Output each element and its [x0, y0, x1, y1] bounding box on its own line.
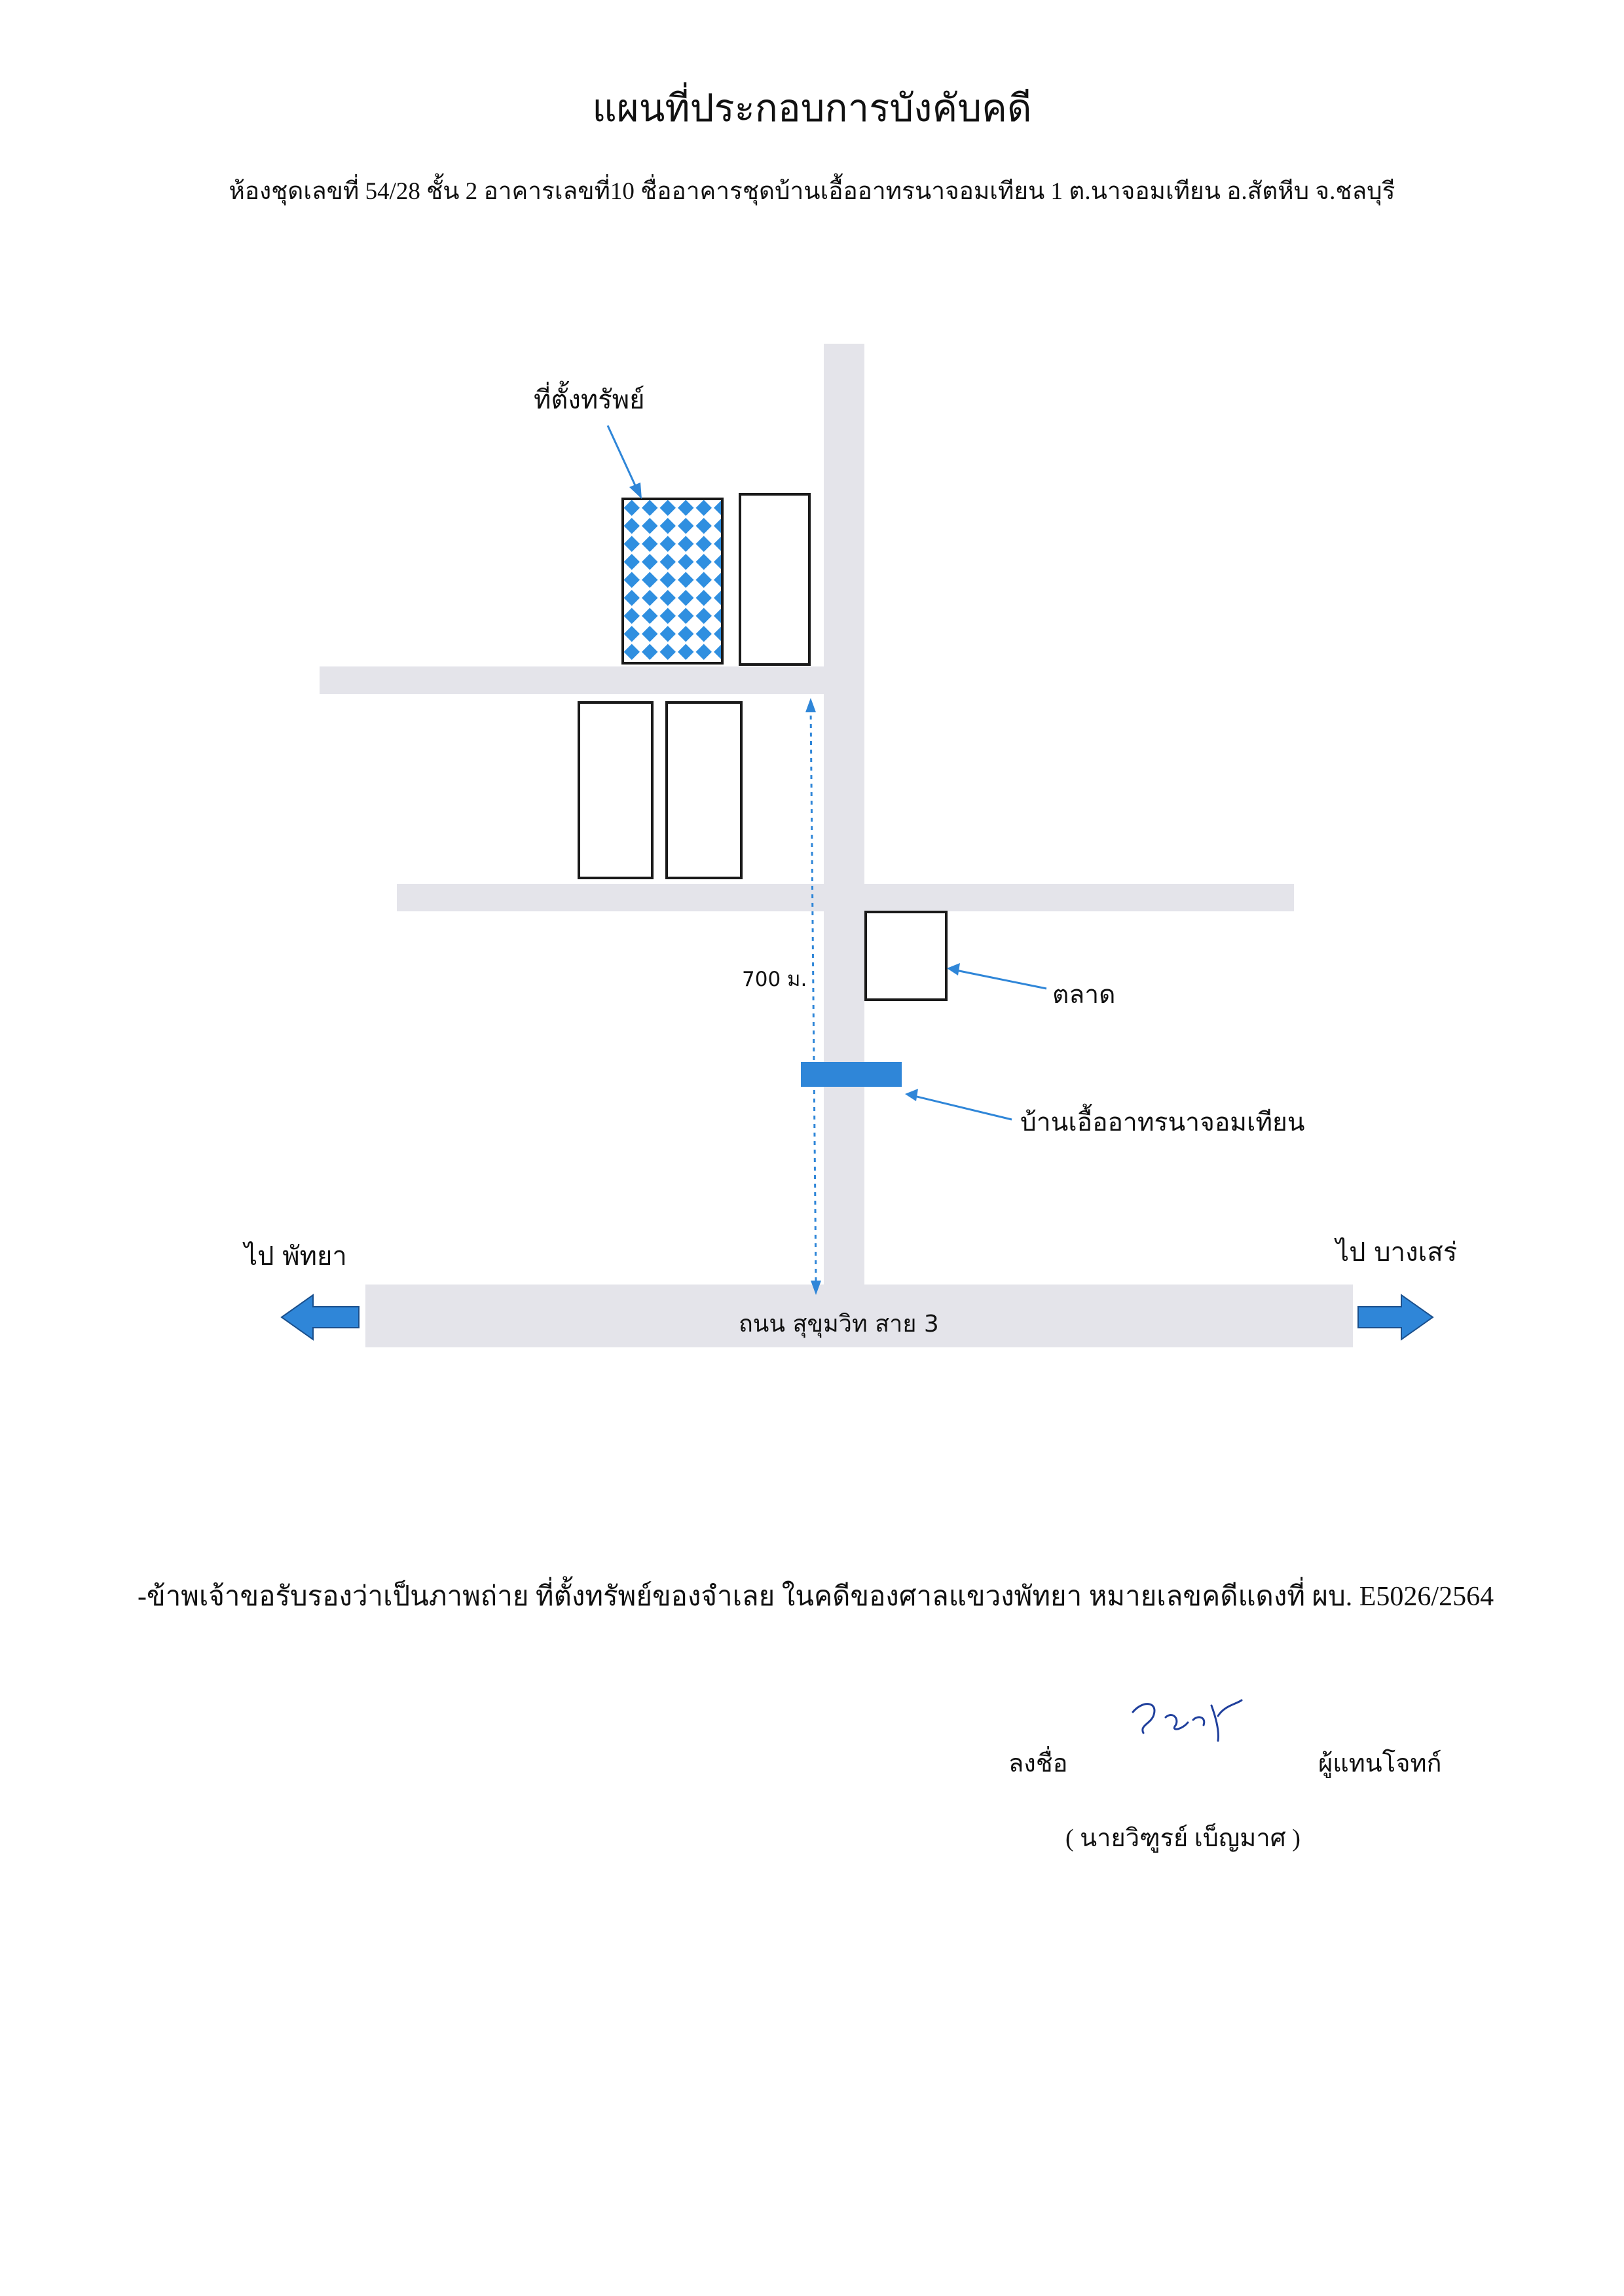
sukhumvit-road — [365, 1285, 1353, 1347]
lower-side-road — [397, 884, 1294, 911]
distance-arrowhead-bottom — [811, 1281, 821, 1295]
property-block — [621, 498, 724, 665]
handwritten-signature — [1132, 1699, 1243, 1742]
building-block-upper-right — [739, 493, 811, 666]
direction-arrow-left-icon — [280, 1294, 360, 1341]
property-pointer-arrowhead — [629, 483, 642, 499]
market-pointer-arrow — [955, 969, 1047, 990]
building-block-middle-right — [665, 701, 743, 879]
market-block — [864, 911, 948, 1001]
location-map — [280, 344, 1434, 1347]
main-vertical-road — [824, 344, 864, 1286]
market-label: ตลาด — [1052, 980, 1116, 1010]
document-subtitle: ห้องชุดเลขที่ 54/28 ชั้น 2 อาคารเลขที่10… — [229, 178, 1395, 205]
main-road-label: ถนน สุขุมวิท สาย 3 — [739, 1311, 939, 1338]
document-title: แผนที่ประกอบการบังคับคดี — [592, 87, 1032, 130]
distance-arrowhead-top — [805, 698, 816, 712]
property-pointer-arrow — [606, 425, 638, 490]
certification-statement: -ข้าพเจ้าขอรับรองว่าเป็นภาพถ่าย ที่ตั้งท… — [138, 1582, 1494, 1612]
direction-pattaya-label: ไป พัทยา — [244, 1241, 347, 1271]
building-pointer-arrow — [913, 1095, 1012, 1121]
market-pointer-arrowhead — [947, 963, 960, 975]
sign-label: ลงชื่อ — [1008, 1750, 1068, 1777]
direction-arrow-right-icon — [1357, 1294, 1434, 1341]
distance-label: 700 ม. — [742, 968, 807, 991]
upper-side-road — [320, 666, 864, 694]
direction-bangsaen-label: ไป บางเสร่ — [1336, 1237, 1458, 1267]
building-pointer-arrowhead — [905, 1089, 918, 1101]
building-label: บ้านเอื้ออาทรนาจอมเทียน — [1020, 1108, 1305, 1137]
baan-ua-arthorn-marker — [801, 1062, 902, 1087]
building-block-middle-left — [578, 701, 654, 879]
property-location-label: ที่ตั้งทรัพย์ — [534, 385, 645, 415]
distance-dimension-line — [809, 706, 817, 1284]
signer-role: ผู้แทนโจทก์ — [1318, 1750, 1442, 1777]
signer-name: ( นายวิฑูรย์ เบ็ญมาศ ) — [1065, 1825, 1301, 1852]
